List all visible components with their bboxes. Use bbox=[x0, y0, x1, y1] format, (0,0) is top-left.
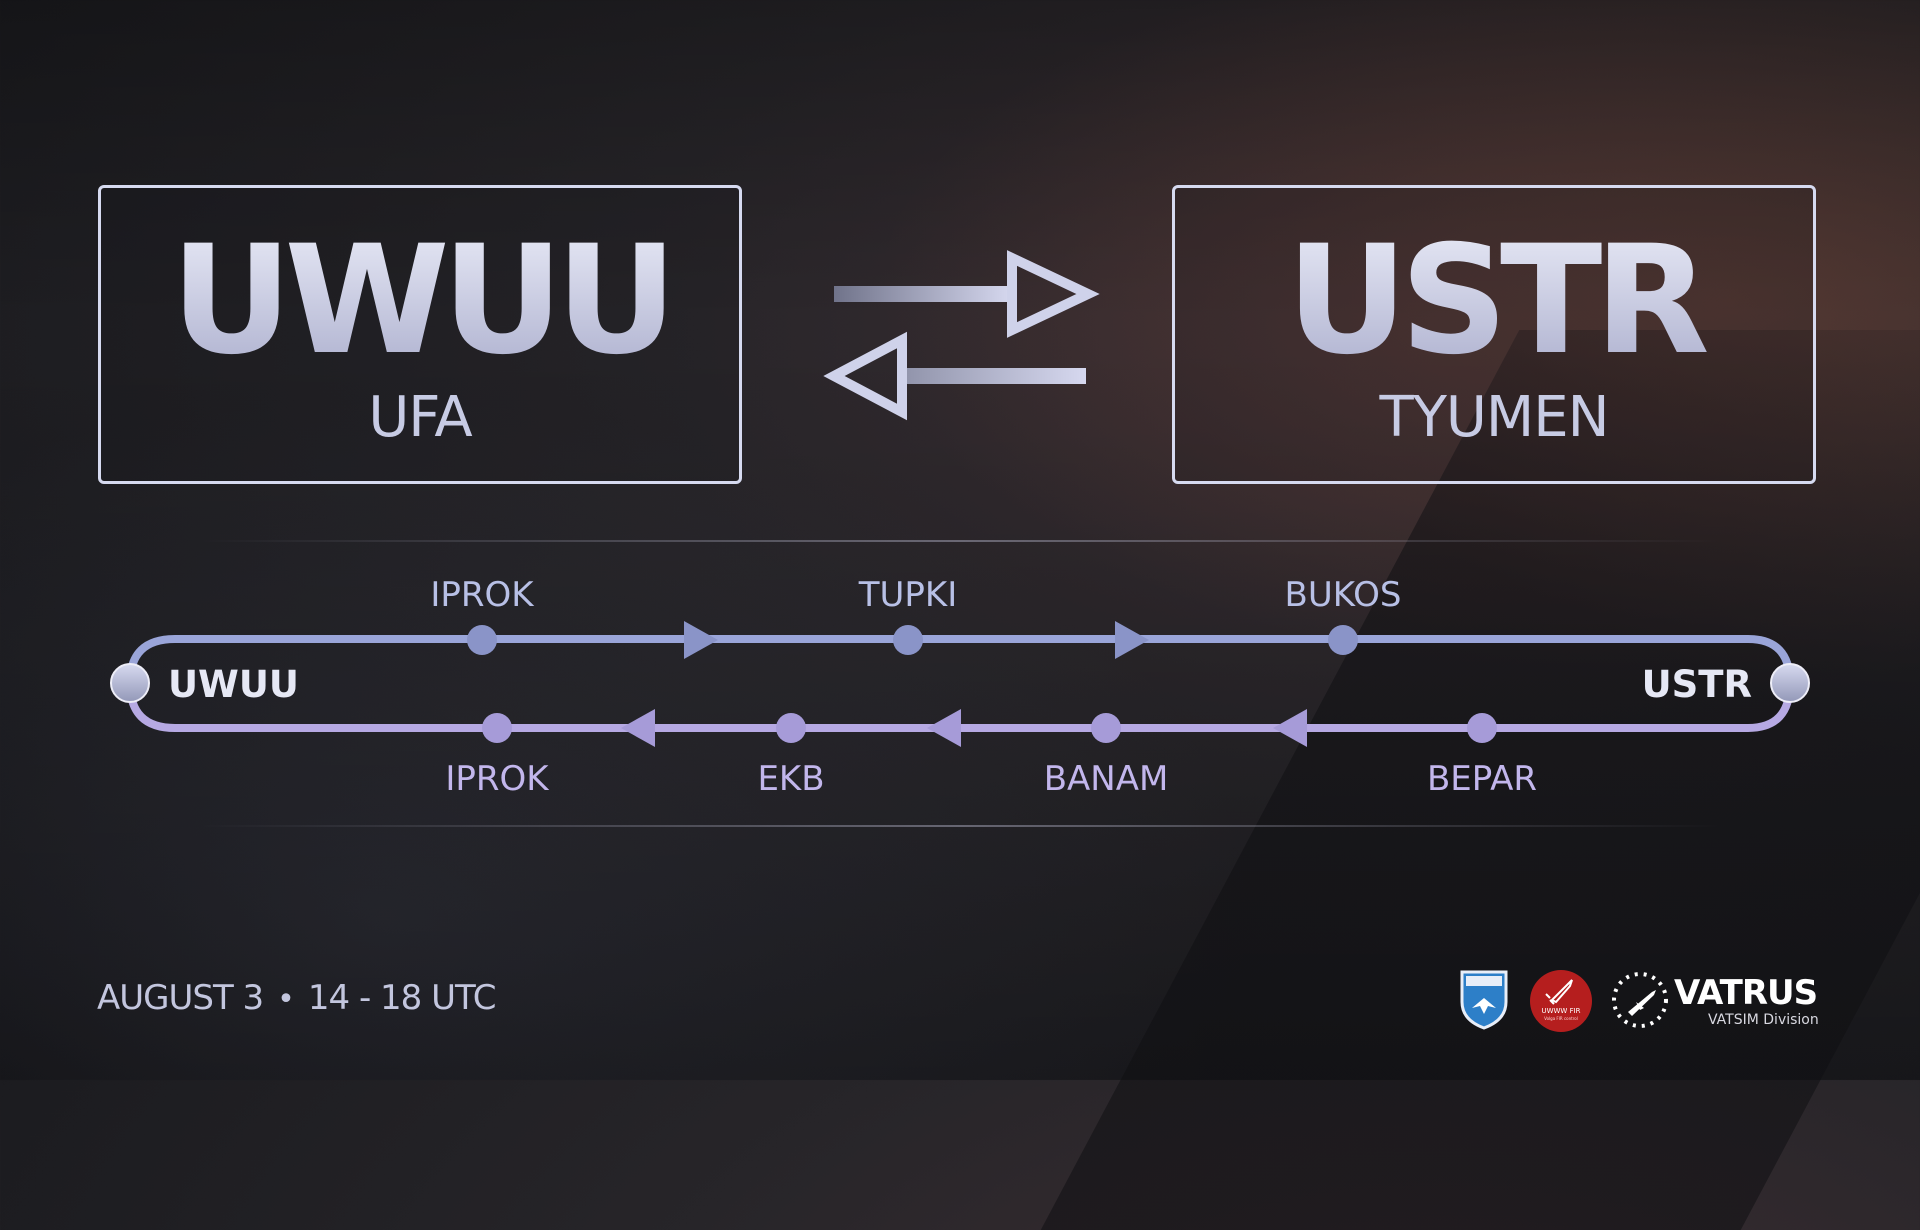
arrow-right-icon bbox=[834, 250, 1100, 338]
route-diagram: UWUU USTR IPROK TUPKI BUKOS IPROK EKB BA… bbox=[110, 575, 1810, 799]
arrow-left-icon bbox=[823, 331, 1086, 421]
direction-arrow-icon bbox=[1273, 709, 1307, 747]
return-track bbox=[126, 682, 1794, 732]
waypoint-label: TUPKI bbox=[858, 575, 957, 615]
vatrus-emblem-icon bbox=[1612, 972, 1668, 1028]
event-date: AUGUST 3 bbox=[97, 978, 264, 1018]
waypoint-dot bbox=[482, 713, 512, 743]
waypoint-label: IPROK bbox=[430, 575, 535, 615]
destination-city: TYUMEN bbox=[1379, 385, 1610, 450]
waypoint-dot bbox=[1091, 713, 1121, 743]
separator-dot: • bbox=[277, 982, 295, 1017]
waypoint-label: IPROK bbox=[445, 759, 550, 799]
fir-badge-text: UWWW FIR bbox=[1541, 1007, 1581, 1015]
waypoint-label: BEPAR bbox=[1427, 759, 1537, 799]
vatrus-title: VATRUS bbox=[1674, 973, 1818, 1013]
waypoint-label: BANAM bbox=[1044, 759, 1169, 799]
partner-logos: UWWW FIR Volga FIR control VATRUS VATSIM… bbox=[1458, 964, 1838, 1034]
waypoint-dot bbox=[893, 625, 923, 655]
waypoint-dot bbox=[1328, 625, 1358, 655]
fir-badge-subtext: Volga FIR control bbox=[1544, 1016, 1578, 1021]
destination-icao: USTR bbox=[1175, 226, 1813, 376]
waypoint-label: BUKOS bbox=[1285, 575, 1402, 615]
event-datetime: AUGUST 3 • 14 - 18 UTC bbox=[97, 978, 496, 1020]
bidirectional-arrows-icon bbox=[823, 250, 1100, 421]
origin-airport-box: UWUU UFA bbox=[98, 185, 742, 484]
direction-arrow-icon bbox=[1115, 621, 1149, 659]
uwuu-vacc-shield-icon bbox=[1460, 970, 1508, 1030]
event-time: 14 - 18 UTC bbox=[307, 978, 497, 1018]
outbound-track bbox=[126, 635, 1794, 684]
bottom-divider bbox=[200, 825, 1720, 827]
vatrus-subtitle: VATSIM Division bbox=[1708, 1012, 1819, 1028]
waypoint-dot bbox=[776, 713, 806, 743]
waypoint-label: EKB bbox=[757, 759, 824, 799]
origin-endpoint bbox=[110, 663, 150, 703]
direction-arrow-icon bbox=[621, 709, 655, 747]
top-divider bbox=[200, 540, 1720, 542]
vatrus-logo: VATRUS VATSIM Division bbox=[1608, 968, 1838, 1034]
waypoint-dot bbox=[1467, 713, 1497, 743]
route-start-label: UWUU bbox=[168, 663, 299, 706]
fir-badge-logo: UWWW FIR Volga FIR control bbox=[1530, 970, 1592, 1032]
rocket-icon bbox=[1545, 979, 1573, 1005]
origin-icao: UWUU bbox=[101, 226, 739, 376]
direction-arrow-icon bbox=[684, 621, 718, 659]
destination-airport-box: USTR TYUMEN bbox=[1172, 185, 1816, 484]
route-end-label: USTR bbox=[1642, 663, 1752, 706]
direction-arrow-icon bbox=[927, 709, 961, 747]
origin-city: UFA bbox=[368, 385, 472, 450]
destination-endpoint bbox=[1770, 663, 1810, 703]
waypoint-dot bbox=[467, 625, 497, 655]
